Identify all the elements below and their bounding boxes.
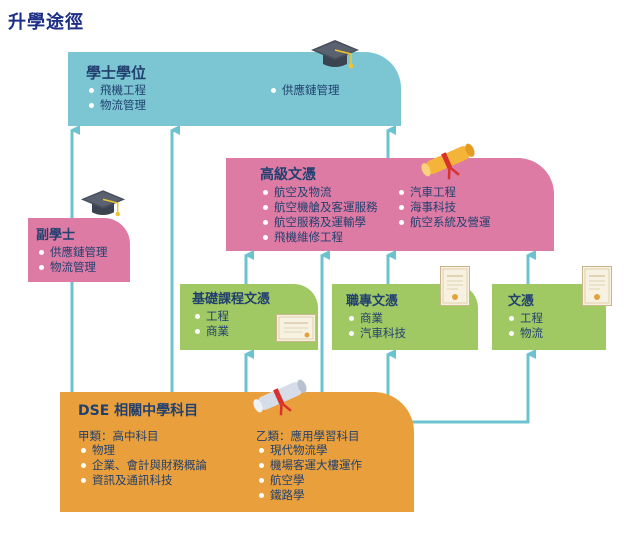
list-item: 航空系統及營運 (398, 215, 491, 230)
list-item: 物流 (508, 326, 543, 341)
list-item: 物理 (80, 443, 207, 458)
list-item: 供應鏈管理 (38, 245, 108, 260)
bachelor-list-right: 供應鏈管理 (270, 83, 340, 98)
arrow-dse-to-diploma (414, 349, 536, 424)
graduation-cap-icon (80, 190, 126, 217)
bachelor-list-left: 飛機工程 物流管理 (88, 83, 146, 113)
list-item: 企業、會計與財務概論 (80, 458, 207, 473)
higher-diploma-list-right: 汽車工程 海事科技 航空系統及營運 (398, 185, 491, 230)
list-item: 飛機工程 (88, 83, 146, 98)
list-item: 物流管理 (38, 260, 108, 275)
graduation-cap-icon (311, 40, 359, 69)
category-b-list: 現代物流學 機場客運大樓運作 航空學 鐵路學 (258, 443, 362, 503)
vocational-list: 商業 汽車科技 (348, 311, 406, 341)
list-item: 資訊及通訊科技 (80, 473, 207, 488)
foundation-diploma-title: 基礎課程文憑 (192, 292, 271, 307)
list-item: 機場客運大樓運作 (258, 458, 362, 473)
category-a-label: 甲類：高中科目 (78, 429, 159, 443)
diploma-scroll-icon (421, 143, 475, 180)
list-item: 航空服務及運輸學 (262, 215, 378, 230)
list-item: 商業 (194, 324, 229, 339)
dse-subjects-title: DSE 相關中學科目 (78, 403, 199, 419)
list-item: 航空學 (258, 473, 362, 488)
list-item: 工程 (194, 309, 229, 324)
category-a-list: 物理 企業、會計與財務概論 資訊及通訊科技 (80, 443, 207, 488)
list-item: 航空機艙及客運服務 (262, 200, 378, 215)
list-item: 汽車工程 (398, 185, 491, 200)
higher-diploma-list-left: 航空及物流 航空機艙及客運服務 航空服務及運輸學 飛機維修工程 (262, 185, 378, 245)
category-b-label: 乙類：應用學習科目 (256, 429, 360, 443)
foundation-list: 工程 商業 (194, 309, 229, 339)
associate-degree-box: 副學士 供應鏈管理 物流管理 (28, 218, 130, 282)
list-item: 航空及物流 (262, 185, 378, 200)
vocational-diploma-title: 職專文憑 (346, 294, 399, 309)
diploma-list: 工程 物流 (508, 311, 543, 341)
diploma-scroll-icon (253, 379, 307, 416)
associate-list: 供應鏈管理 物流管理 (38, 245, 108, 275)
list-item: 汽車科技 (348, 326, 406, 341)
list-item: 供應鏈管理 (270, 83, 340, 98)
list-item: 海事科技 (398, 200, 491, 215)
list-item: 現代物流學 (258, 443, 362, 458)
dse-subjects-box: DSE 相關中學科目 甲類：高中科目 物理 企業、會計與財務概論 資訊及通訊科技… (60, 392, 414, 512)
page-title: 升學途徑 (8, 12, 84, 33)
list-item: 物流管理 (88, 98, 146, 113)
list-item: 鐵路學 (258, 488, 362, 503)
associate-degree-title: 副學士 (36, 228, 76, 243)
list-item: 商業 (348, 311, 406, 326)
diploma-title: 文憑 (508, 294, 535, 309)
higher-diploma-box: 高級文憑 航空及物流 航空機艙及客運服務 航空服務及運輸學 飛機維修工程 汽車工… (226, 158, 554, 251)
certificate-icon (276, 314, 316, 342)
list-item: 工程 (508, 311, 543, 326)
bachelor-degree-title: 學士學位 (86, 64, 147, 82)
certificate-icon (582, 266, 612, 306)
list-item: 飛機維修工程 (262, 230, 378, 245)
certificate-icon (440, 266, 470, 306)
higher-diploma-title: 高級文憑 (260, 167, 316, 183)
